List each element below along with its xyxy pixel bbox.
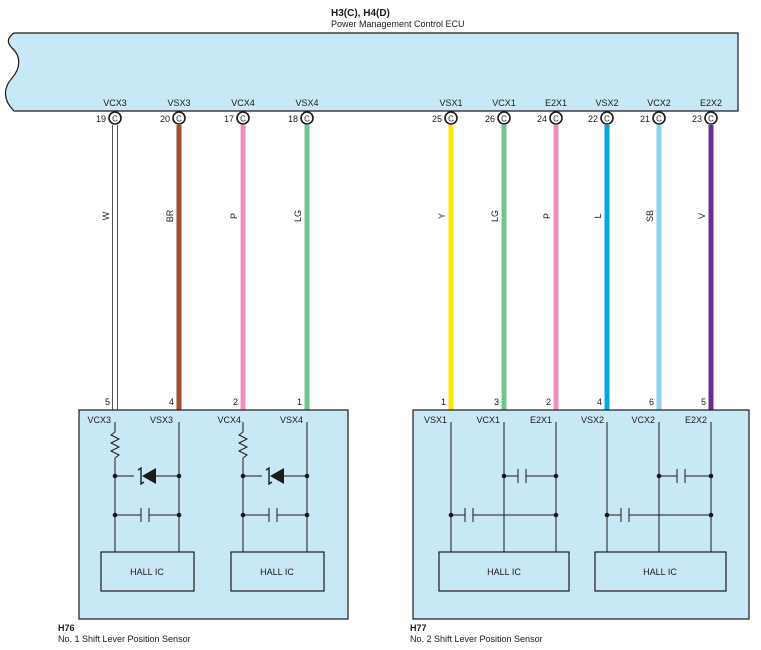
sensor-pin-number: 1 (441, 397, 446, 407)
sensor1-code: H76 (58, 623, 75, 633)
connector-letter: C (708, 115, 714, 124)
sensor-pin-number: 4 (169, 397, 174, 407)
zener-diode-icon (265, 466, 284, 486)
sensor-pin-label: VCX3 (87, 415, 111, 425)
connector-circle-icon (172, 111, 186, 125)
connector-circle-icon (600, 111, 614, 125)
sensor-pin-number: 5 (105, 397, 110, 407)
ecu-pin-number: 19 (96, 114, 106, 124)
sensor-pin-label: E2X2 (685, 415, 707, 425)
sensor1-name: No. 1 Shift Lever Position Sensor (58, 634, 191, 644)
sensor-pin-number: 6 (649, 397, 654, 407)
ecu-pin-number: 18 (288, 114, 298, 124)
connector-circle-icon (704, 111, 718, 125)
ecu-pin-number: 22 (588, 114, 598, 124)
ecu-pin-signal: VSX3 (167, 98, 190, 108)
wire-color-label: BR (165, 209, 175, 222)
sensor-pin-label: E2X1 (530, 415, 552, 425)
ecu-pin-number: 23 (692, 114, 702, 124)
connector-circle-icon (236, 111, 250, 125)
wire-color-label: L (593, 213, 603, 218)
hall-ic-box (100, 551, 195, 592)
wire-color-label: W (101, 211, 111, 220)
sensor2-name: No. 2 Shift Lever Position Sensor (410, 634, 543, 644)
ecu-pin-number: 25 (432, 114, 442, 124)
ecu-pin-number: 26 (485, 114, 495, 124)
sensor-pin-number: 2 (546, 397, 551, 407)
sensor2-circuit (450, 422, 712, 552)
ecu-pin-signal: VCX4 (231, 98, 255, 108)
ecu-pin-signal: VCX2 (647, 98, 671, 108)
sensor-pin-label: VCX1 (476, 415, 500, 425)
connector-circle-icon (300, 111, 314, 125)
ecu-pin-signal: VSX4 (295, 98, 318, 108)
sensor-pin-label: VSX4 (280, 415, 303, 425)
hall-ic-label: HALL IC (487, 567, 521, 577)
sensor-pin-number: 1 (297, 397, 302, 407)
ecu-pin-number: 20 (160, 114, 170, 124)
ecu-pin-number: 21 (640, 114, 650, 124)
sensor2-code: H77 (410, 623, 427, 633)
ecu-connector-code: H3(C), H4(D) (331, 8, 390, 19)
connector-letter: C (656, 115, 662, 124)
zener-diode-icon (137, 466, 156, 486)
connector-letter: C (304, 115, 310, 124)
connector-circle-icon (497, 111, 511, 125)
connector-letter: C (176, 115, 182, 124)
sensor-pin-label: VCX2 (631, 415, 655, 425)
resistor-icon (237, 431, 249, 459)
wire-color-label: P (542, 213, 552, 219)
junction-dots (112, 473, 310, 518)
wire-color-label: Y (437, 213, 447, 219)
connector-letter: C (553, 115, 559, 124)
sensor-pin-label: VSX3 (150, 415, 173, 425)
wire-group: W BR P LG Y LG P L SB V (101, 125, 714, 410)
hall-ic-box (230, 551, 325, 592)
connector-letter: C (240, 115, 246, 124)
ecu-pin-number: 17 (224, 114, 234, 124)
sensor-pin-number: 3 (494, 397, 499, 407)
ecu-pin-signal: E2X1 (545, 98, 567, 108)
connector-circle-icon (108, 111, 122, 125)
connector-circle-icon (444, 111, 458, 125)
sensor-pin-label: VSX2 (581, 415, 604, 425)
hall-ic-label: HALL IC (130, 567, 164, 577)
hall-ic-label: HALL IC (643, 567, 677, 577)
wire-color-label: SB (645, 210, 655, 222)
sensor1-circuit (109, 422, 308, 552)
ecu-pin-signal: VSX2 (595, 98, 618, 108)
ecu-pin-number: 24 (537, 114, 547, 124)
ecu-pin-group: VCX3 19 C VSX3 20 C VCX4 17 C VSX4 18 C VSX1 25 C VCX1 2… (96, 98, 722, 125)
connector-letter: C (112, 115, 118, 124)
sensor-pin-number: 5 (701, 397, 706, 407)
connector-letter: C (448, 115, 454, 124)
connector-circle-icon (549, 111, 563, 125)
ecu-block (4, 32, 739, 112)
ecu-name: Power Management Control ECU (331, 19, 465, 29)
ecu-pin-signal: VCX3 (103, 98, 127, 108)
wire-color-label: LG (293, 210, 303, 222)
wire-color-label: LG (490, 210, 500, 222)
wire-color-label: P (229, 213, 239, 219)
hall-ic-box (594, 551, 727, 592)
connector-letter: C (604, 115, 610, 124)
sensor-pin-number: 2 (233, 397, 238, 407)
sensor-pin-number: 4 (597, 397, 602, 407)
ecu-pin-signal: E2X2 (700, 98, 722, 108)
ecu-pin-signal: VCX1 (492, 98, 516, 108)
hall-ic-label: HALL IC (260, 567, 294, 577)
sensor-pin-label: VCX4 (217, 415, 241, 425)
ecu-pin-signal: VSX1 (439, 98, 462, 108)
hall-ic-box (438, 551, 570, 592)
connector-letter: C (501, 115, 507, 124)
junction-dots (448, 473, 714, 518)
sensor-pin-label: VSX1 (424, 415, 447, 425)
wire-color-label: V (697, 213, 707, 219)
connector-circle-icon (652, 111, 666, 125)
resistor-icon (109, 431, 121, 459)
